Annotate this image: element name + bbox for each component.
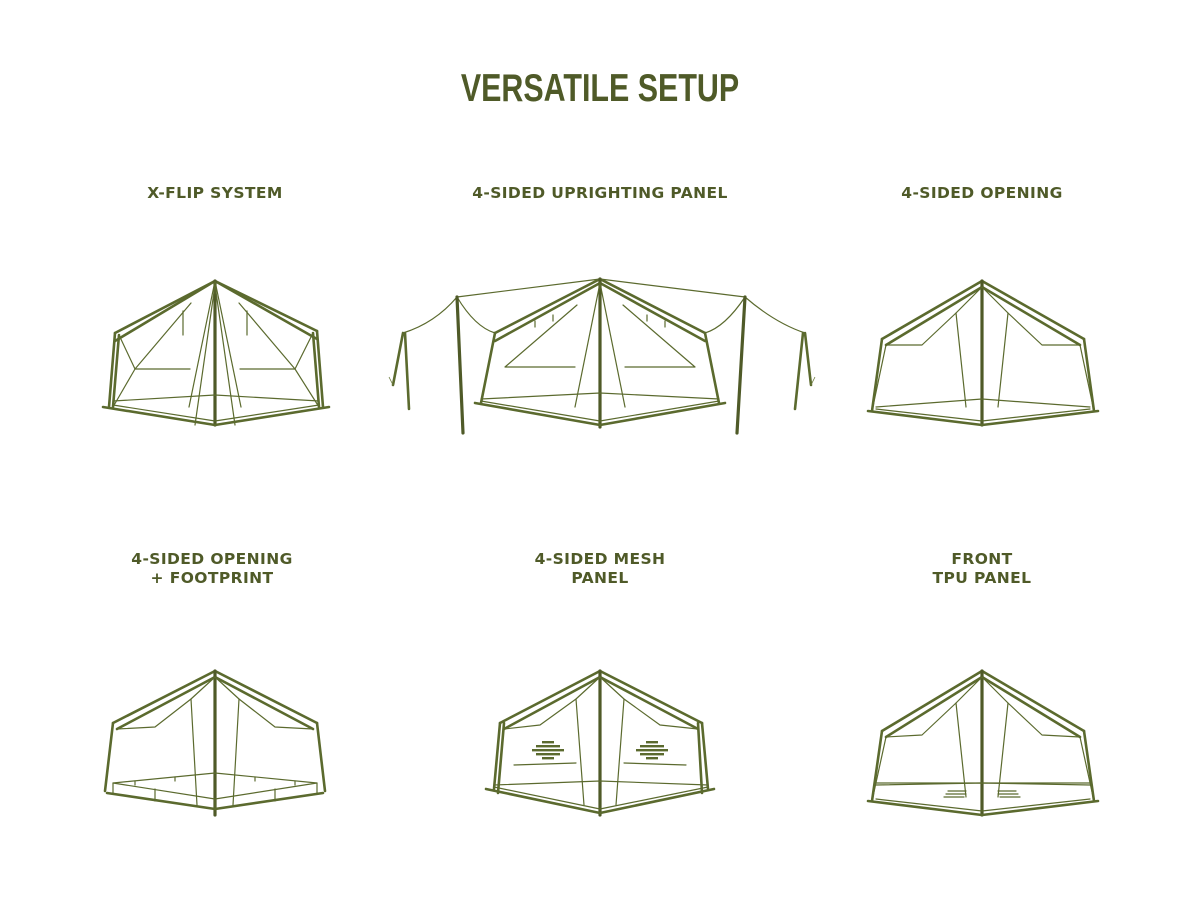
tent-footprint-icon [103, 669, 327, 817]
tent-uprighting-panel-icon [388, 277, 816, 435]
panel-label-x-flip: X-FLIP SYSTEM [147, 184, 283, 202]
panel-label-mesh: 4-SIDED MESH PANEL [534, 550, 666, 587]
panel-label-uprighting: 4-SIDED UPRIGHTING PANEL [472, 184, 728, 202]
tpu-window-left-icon [943, 790, 967, 798]
panel-label-tpu: FRONT TPU PANEL [932, 550, 1032, 587]
tpu-window-right-icon [997, 790, 1021, 798]
page-title: VERSATILE SETUP [460, 67, 740, 110]
mesh-logo-left-icon [532, 741, 564, 760]
mesh-logo-right-icon [636, 741, 668, 760]
tent-tpu-panel-icon [866, 669, 1100, 817]
panel-label-footprint: 4-SIDED OPENING + FOOTPRINT [131, 550, 293, 587]
tent-mesh-panel-icon [484, 669, 716, 817]
tent-opening-icon [866, 279, 1100, 427]
tent-x-flip-icon [101, 279, 331, 427]
panel-label-opening: 4-SIDED OPENING [901, 184, 1063, 202]
